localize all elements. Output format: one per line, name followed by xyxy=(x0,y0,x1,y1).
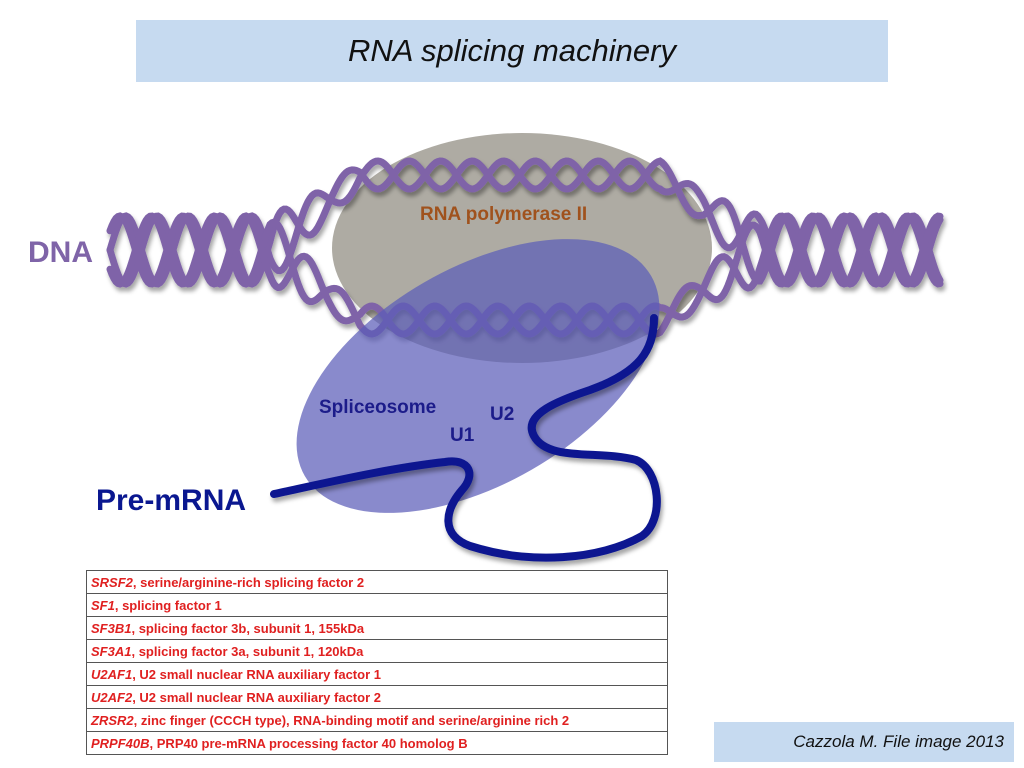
table-cell: SF3B1, splicing factor 3b, subunit 1, 15… xyxy=(86,616,668,640)
citation-text: Cazzola M. File image 2013 xyxy=(793,732,1004,751)
gene-description: , splicing factor 3b, subunit 1, 155kDa xyxy=(131,620,365,636)
gene-name: U2AF1 xyxy=(91,666,133,682)
table-cell: SF1, splicing factor 1 xyxy=(86,593,668,617)
table-row: SF1, splicing factor 1 xyxy=(86,593,668,617)
gene-name: PRPF40B xyxy=(91,735,150,751)
table-cell: PRPF40B, PRP40 pre-mRNA processing facto… xyxy=(86,731,668,755)
table-cell: U2AF2, U2 small nuclear RNA auxiliary fa… xyxy=(86,685,668,709)
gene-description: , PRP40 pre-mRNA processing factor 40 ho… xyxy=(149,735,468,751)
page-title: RNA splicing machinery xyxy=(348,33,676,68)
table-cell: U2AF1, U2 small nuclear RNA auxiliary fa… xyxy=(86,662,668,686)
u1-label: U1 xyxy=(450,425,475,446)
gene-name: SF3A1 xyxy=(91,643,132,659)
u2-label: U2 xyxy=(490,404,515,425)
dna-label: DNA xyxy=(28,236,93,269)
pre-mrna-strand xyxy=(270,314,661,562)
gene-description: , zinc finger (CCCH type), RNA-binding m… xyxy=(133,712,570,728)
pre-mrna-label: Pre-mRNA xyxy=(96,484,247,517)
table-cell: ZRSR2, zinc finger (CCCH type), RNA-bind… xyxy=(86,708,668,732)
gene-description: , U2 small nuclear RNA auxiliary factor … xyxy=(132,689,381,705)
table-row: SF3A1, splicing factor 3a, subunit 1, 12… xyxy=(86,639,668,663)
table-cell: SRSF2, serine/arginine-rich splicing fac… xyxy=(86,570,668,594)
table-cell: SF3A1, splicing factor 3a, subunit 1, 12… xyxy=(86,639,668,663)
gene-description: , U2 small nuclear RNA auxiliary factor … xyxy=(132,666,381,682)
gene-name: SF3B1 xyxy=(91,620,132,636)
gene-description: , splicing factor 1 xyxy=(114,597,222,613)
table-row: ZRSR2, zinc finger (CCCH type), RNA-bind… xyxy=(86,708,668,732)
citation-box: Cazzola M. File image 2013 xyxy=(714,722,1014,762)
rna-polymerase-label: RNA polymerase II xyxy=(420,204,588,225)
gene-description: , serine/arginine-rich splicing factor 2 xyxy=(132,574,365,590)
gene-name: SRSF2 xyxy=(91,574,133,590)
splicing-factor-table: SRSF2, serine/arginine-rich splicing fac… xyxy=(86,570,668,755)
gene-description: , splicing factor 3a, subunit 1, 120kDa xyxy=(131,643,364,659)
table-row: U2AF1, U2 small nuclear RNA auxiliary fa… xyxy=(86,662,668,686)
table-row: U2AF2, U2 small nuclear RNA auxiliary fa… xyxy=(86,685,668,709)
spliceosome-ellipse xyxy=(296,239,660,513)
table-row: PRPF40B, PRP40 pre-mRNA processing facto… xyxy=(86,731,668,755)
gene-name: SF1 xyxy=(91,597,115,613)
table-row: SRSF2, serine/arginine-rich splicing fac… xyxy=(86,570,668,594)
table-row: SF3B1, splicing factor 3b, subunit 1, 15… xyxy=(86,616,668,640)
spliceosome-label: Spliceosome xyxy=(319,397,437,418)
title-banner: RNA splicing machinery xyxy=(136,20,888,82)
gene-name: U2AF2 xyxy=(91,689,133,705)
gene-name: ZRSR2 xyxy=(91,712,134,728)
